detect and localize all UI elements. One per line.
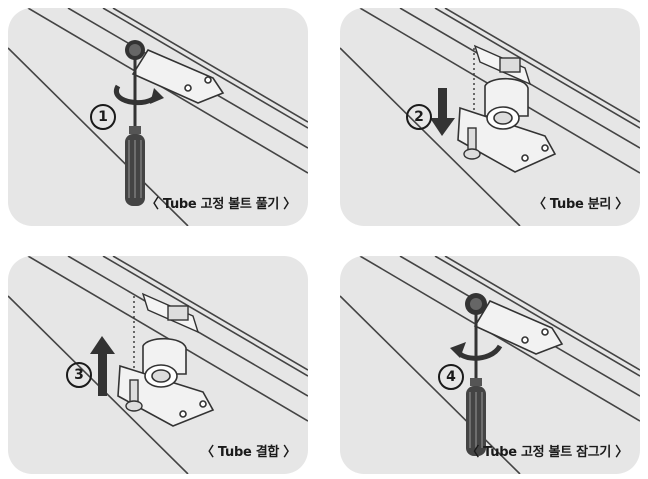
- step-caption: 〈 Tube 고정 볼트 풀기 〉: [145, 197, 296, 212]
- step-caption: 〈 Tube 고정 볼트 잠그기 〉: [466, 445, 628, 460]
- rotate-right-arrow-icon: [450, 342, 503, 361]
- screwdriver-icon: [466, 310, 486, 456]
- step-number: 2: [406, 104, 432, 130]
- step-caption: 〈 Tube 분리 〉: [532, 197, 628, 212]
- step-4-illustration: [340, 256, 640, 474]
- step-2-panel: 2 〈 Tube 분리 〉: [340, 8, 640, 226]
- step-1-panel: 1 〈 Tube 고정 볼트 풀기 〉: [8, 8, 308, 226]
- step-3-panel: 3 〈 Tube 결합 〉: [8, 256, 308, 474]
- step-2-illustration: [340, 8, 640, 226]
- arrow-down-icon: [430, 88, 455, 136]
- screwdriver-icon: [125, 56, 145, 206]
- step-caption: 〈 Tube 결합 〉: [200, 445, 296, 460]
- step-3-illustration: [8, 256, 308, 474]
- arrow-up-icon: [90, 336, 115, 396]
- step-1-illustration: [8, 8, 308, 226]
- rotate-left-arrow-icon: [114, 84, 164, 106]
- step-number: 1: [90, 104, 116, 130]
- step-number: 4: [438, 364, 464, 390]
- step-4-panel: 4 〈 Tube 고정 볼트 잠그기 〉: [340, 256, 640, 474]
- step-number: 3: [66, 362, 92, 388]
